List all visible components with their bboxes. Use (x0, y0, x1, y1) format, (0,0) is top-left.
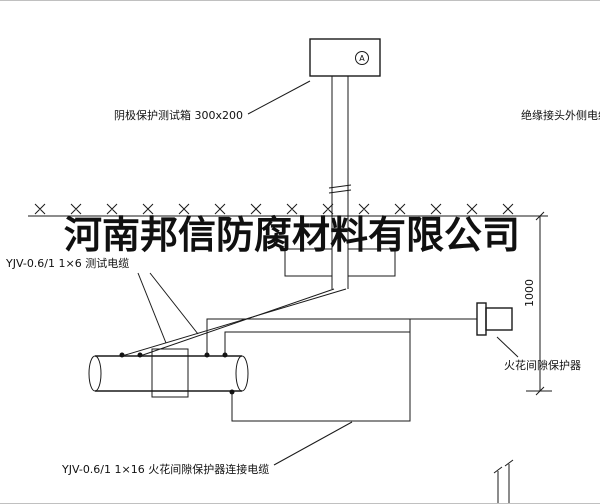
test-cable-line (121, 288, 347, 357)
connection-cable-label: YJV-0.6/1 1×16 火花间隙保护器连接电缆 (61, 462, 269, 476)
pipe-break-cap (493, 466, 503, 474)
device-marker-circle (355, 51, 369, 65)
connection-cable-run (231, 319, 411, 422)
test-box-leader (247, 80, 311, 115)
spark-gap-label: 火花间隙保护器 (504, 358, 581, 372)
annotations: 阴极保护测试箱 300x200 绝缘接头外侧电缆 YJV-0.6/1 1×6 测… (5, 80, 600, 476)
post-break-mark (328, 189, 352, 194)
dimension-tick (535, 211, 545, 221)
concrete-foundations (284, 248, 396, 277)
ground-line (28, 203, 548, 217)
post-break-mark (328, 184, 352, 189)
pipeline (88, 348, 249, 398)
pipe-break-symbol (493, 459, 514, 503)
spark-gap-cable-lower (224, 331, 410, 356)
connection-cable-leader (273, 421, 353, 466)
device-marker-letter: A (359, 54, 365, 63)
spark-gap-protector (476, 302, 513, 336)
foundation-block-right (347, 248, 396, 277)
spark-gap-cable-upper (206, 318, 477, 356)
test-cable-line (139, 288, 335, 357)
cad-weld-point (137, 352, 143, 358)
spark-gap-flange (476, 302, 487, 336)
cable-runs (121, 288, 477, 422)
ground-hatch-marks (34, 203, 514, 215)
test-box-label: 阴极保护测试箱 300x200 (114, 108, 243, 122)
cad-weld-point (119, 352, 125, 358)
foundation-block-left (284, 248, 333, 277)
test-cable-leader (137, 272, 167, 344)
dimension-tick (535, 386, 545, 396)
spark-gap-leader (496, 336, 519, 358)
test-box-outline (309, 38, 381, 77)
insulating-joint (151, 348, 189, 398)
pipe-left-cap (88, 355, 102, 392)
pipe-right-cap (235, 355, 249, 392)
test-box: A (309, 38, 381, 77)
test-cable-label: YJV-0.6/1 1×6 测试电缆 (5, 257, 129, 270)
outer-cable-label: 绝缘接头外侧电缆 (521, 108, 600, 122)
depth-dimension: 1000 (523, 211, 552, 396)
company-watermark: 河南邦信防腐材料有限公司 (64, 212, 520, 257)
spark-gap-body (485, 307, 513, 331)
pipe-break-cap (504, 459, 514, 467)
test-cable-leader (149, 272, 199, 335)
dimension-value: 1000 (523, 279, 536, 307)
